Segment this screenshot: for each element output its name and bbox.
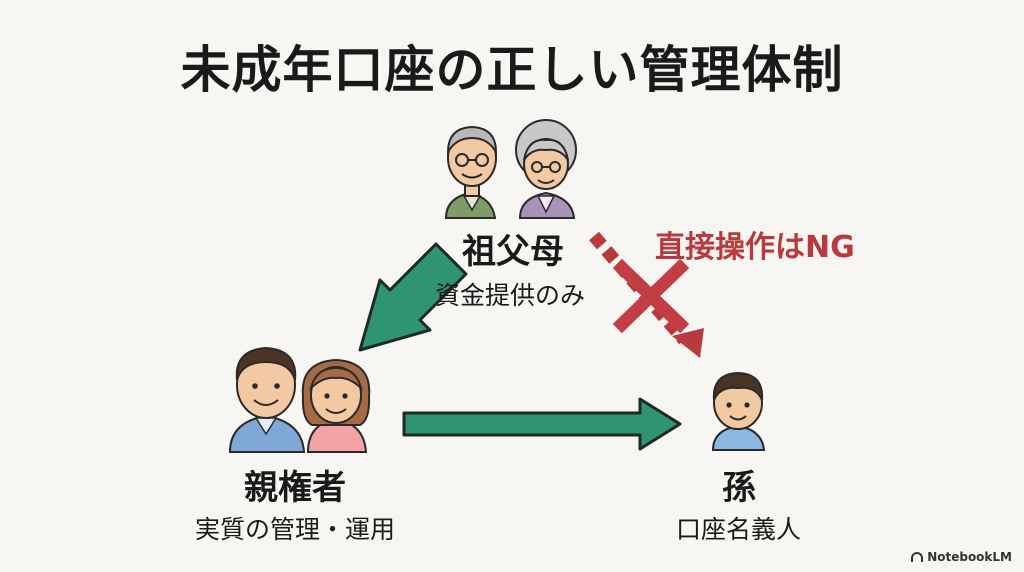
grandchild-description: 口座名義人: [676, 515, 802, 544]
prohibited-label: 直接操作はNG: [655, 230, 855, 265]
brand-watermark: NotebookLM: [911, 550, 1012, 564]
grandmother-figure: [515, 119, 577, 219]
parents-description: 実質の管理・運用: [195, 515, 396, 544]
mother-figure: [301, 358, 371, 453]
cross-mark-icon: [612, 258, 690, 334]
page-title: 未成年口座の正しい管理体制: [180, 41, 844, 99]
grandparents-description: 資金提供のみ: [435, 281, 586, 310]
arrow-parents-to-grandchild: [402, 397, 682, 451]
grandfather-figure: [444, 125, 498, 219]
arrow-grandparents-to-parents: [358, 242, 468, 352]
grandchild-label: 孫: [722, 468, 756, 508]
father-figure: [228, 346, 306, 453]
parents-label: 親権者: [244, 468, 346, 508]
parent-couple-icon: [228, 346, 371, 453]
child-icon: [711, 371, 766, 451]
grandparents-label: 祖父母: [462, 232, 564, 272]
elderly-couple-icon: [444, 119, 577, 219]
brand-name: NotebookLM: [927, 550, 1012, 564]
notebooklm-logo-icon: [911, 552, 924, 562]
